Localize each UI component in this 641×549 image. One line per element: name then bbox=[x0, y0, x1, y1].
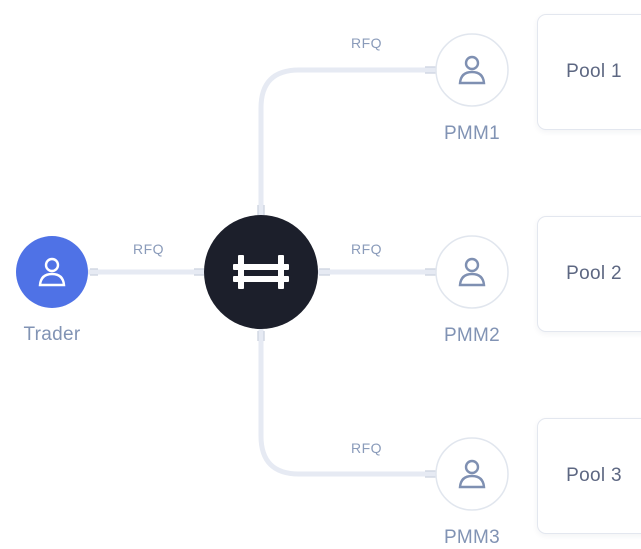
trader-node[interactable] bbox=[16, 236, 88, 308]
pmm1-node[interactable] bbox=[435, 33, 509, 107]
rfq-label-trader-hub: RFQ bbox=[133, 241, 165, 257]
pool-2-label: Pool 2 bbox=[566, 263, 622, 284]
user-icon bbox=[458, 459, 486, 489]
connector-joints bbox=[90, 66, 436, 478]
rfq-label-hub-pmm3: RFQ bbox=[351, 440, 383, 456]
user-icon bbox=[458, 55, 486, 85]
connector-hub-pmm1 bbox=[258, 67, 440, 219]
hashflow-logo-icon bbox=[233, 255, 289, 289]
pmm2-label: PMM2 bbox=[443, 325, 501, 346]
pool-1-label: Pool 1 bbox=[566, 61, 622, 82]
pmm3-node[interactable] bbox=[435, 437, 509, 511]
pool-1-card[interactable]: Pool 1 bbox=[537, 14, 641, 130]
hashflow-hub-node[interactable] bbox=[204, 215, 318, 329]
pmm3-label: PMM3 bbox=[443, 527, 501, 548]
trader-label: Trader bbox=[23, 324, 81, 345]
pmm2-node[interactable] bbox=[435, 235, 509, 309]
user-icon bbox=[38, 257, 66, 287]
pmm1-label: PMM1 bbox=[443, 123, 501, 144]
pool-3-card[interactable]: Pool 3 bbox=[537, 418, 641, 534]
rfq-label-hub-pmm2: RFQ bbox=[351, 241, 383, 257]
connector-hub-pmm3 bbox=[258, 327, 440, 477]
rfq-label-hub-pmm1: RFQ bbox=[351, 35, 383, 51]
user-icon bbox=[458, 257, 486, 287]
pool-3-label: Pool 3 bbox=[566, 465, 622, 486]
connectors bbox=[85, 67, 440, 477]
pool-2-card[interactable]: Pool 2 bbox=[537, 216, 641, 332]
